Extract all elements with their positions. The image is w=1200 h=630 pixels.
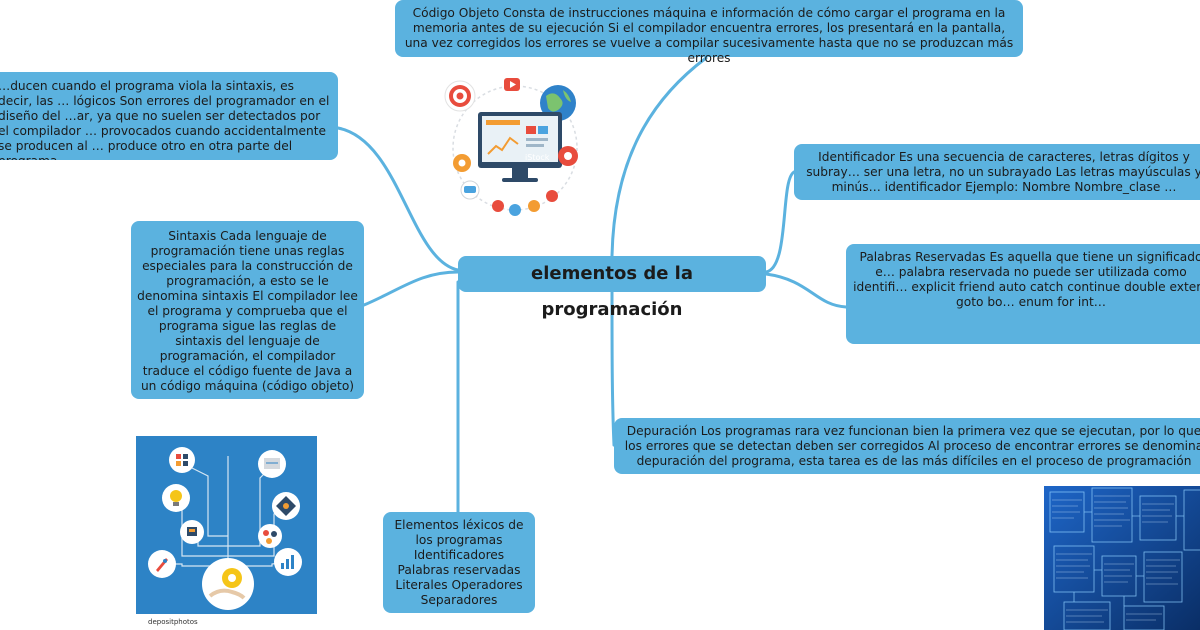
connector-palabras — [764, 272, 848, 309]
node-elementos-lexicos-text: Elementos léxicos de los programas Ident… — [394, 518, 524, 607]
target-icon — [444, 80, 476, 112]
central-topic[interactable]: elementos de la programación — [458, 256, 766, 320]
molecule-icon — [258, 524, 282, 548]
grid-icon — [169, 447, 195, 473]
node-palabras-reservadas[interactable]: Palabras Reservadas Es aquella que tiene… — [846, 244, 1200, 344]
node-palabras-reservadas-text: Palabras Reservadas Es aquella que tiene… — [853, 250, 1200, 309]
tech-tree-illustration: depositphotos — [136, 436, 317, 627]
monitor-illustration: iStock — [440, 68, 590, 220]
central-topic-title: elementos de la programación — [531, 263, 693, 320]
chart-icon — [274, 548, 302, 576]
node-depuracion-text: Depuración Los programas rara vez funcio… — [624, 424, 1200, 468]
node-sintaxis-text: Sintaxis Cada lenguaje de programación t… — [137, 229, 358, 393]
chat-icon — [460, 180, 480, 200]
node-codigo-objeto[interactable]: Código Objeto Consta de instrucciones má… — [395, 0, 1023, 65]
rocket-icon — [148, 550, 176, 578]
node-codigo-objeto-text: Código Objeto Consta de instrucciones má… — [404, 6, 1014, 65]
connector-depuracion — [610, 290, 616, 447]
svg-text:iStock: iStock — [525, 153, 550, 162]
gear-icon — [453, 154, 471, 172]
box-icon — [180, 520, 204, 544]
lightbulb-icon — [162, 484, 190, 512]
database-schema-illustration — [1044, 486, 1200, 630]
connector-errores — [336, 126, 460, 272]
connector-identificador — [764, 170, 796, 274]
node-depuracion[interactable]: Depuración Los programas rara vez funcio… — [614, 418, 1200, 474]
node-elementos-lexicos[interactable]: Elementos léxicos de los programas Ident… — [383, 512, 535, 613]
node-identificador-text: Identificador Es una secuencia de caract… — [806, 150, 1200, 194]
node-errores[interactable]: …ducen cuando el programa viola la sinta… — [0, 72, 338, 160]
node-errores-text: …ducen cuando el programa viola la sinta… — [0, 79, 330, 160]
depositphotos-label: depositphotos — [148, 618, 198, 626]
network-icon — [272, 492, 300, 520]
node-identificador[interactable]: Identificador Es una secuencia de caract… — [794, 144, 1200, 200]
node-sintaxis[interactable]: Sintaxis Cada lenguaje de programación t… — [131, 221, 364, 399]
hand-gear-icon — [202, 558, 254, 610]
monitor-icon: iStock — [478, 112, 562, 182]
document-icon — [258, 450, 286, 478]
video-icon — [504, 78, 520, 91]
connector-sintaxis — [362, 270, 460, 307]
connector-codigo-objeto — [610, 56, 708, 258]
settings-icon — [558, 146, 578, 166]
small-circle-icons — [492, 190, 558, 216]
